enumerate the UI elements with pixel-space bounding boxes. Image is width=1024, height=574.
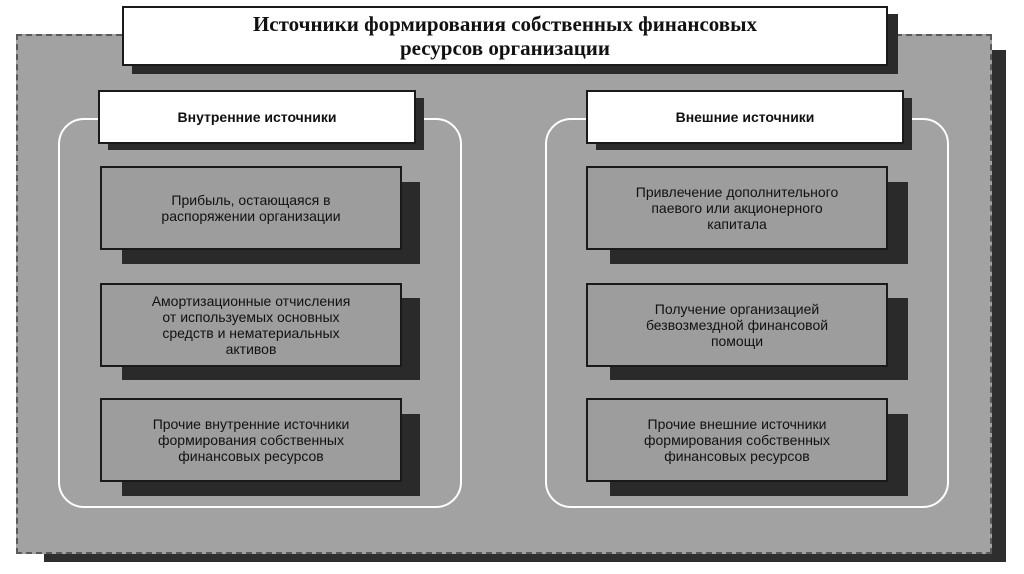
internal-source-depreciation: Амортизационные отчисления от используем… [100,283,402,367]
diagram-title: Источники формирования собственных финан… [122,6,888,66]
external-source-other-text: Прочие внешние источники формирования со… [643,416,830,464]
external-source-other: Прочие внешние источники формирования со… [586,398,888,482]
internal-source-profit: Прибыль, остающаяся в распоряжении орган… [100,166,402,250]
external-sources-heading-text: Внешние источники [675,109,815,125]
external-source-grant-text: Получение организацией безвозмездной фин… [645,301,829,349]
internal-sources-heading: Внутренние источники [98,90,416,144]
internal-sources-heading-text: Внутренние источники [177,109,337,125]
external-source-grant: Получение организацией безвозмездной фин… [586,283,888,367]
internal-source-other: Прочие внутренние источники формирования… [100,398,402,482]
title-line-2: ресурсов организации [399,36,611,60]
external-source-capital-text: Привлечение дополнительного паевого или … [635,184,839,232]
internal-source-profit-text: Прибыль, остающаяся в распоряжении орган… [161,192,341,224]
title-line-1: Источники формирования собственных финан… [252,12,758,36]
external-sources-heading: Внешние источники [586,90,904,144]
external-source-capital: Привлечение дополнительного паевого или … [586,166,888,250]
internal-source-other-text: Прочие внутренние источники формирования… [152,416,350,464]
internal-source-depreciation-text: Амортизационные отчисления от используем… [151,293,351,357]
